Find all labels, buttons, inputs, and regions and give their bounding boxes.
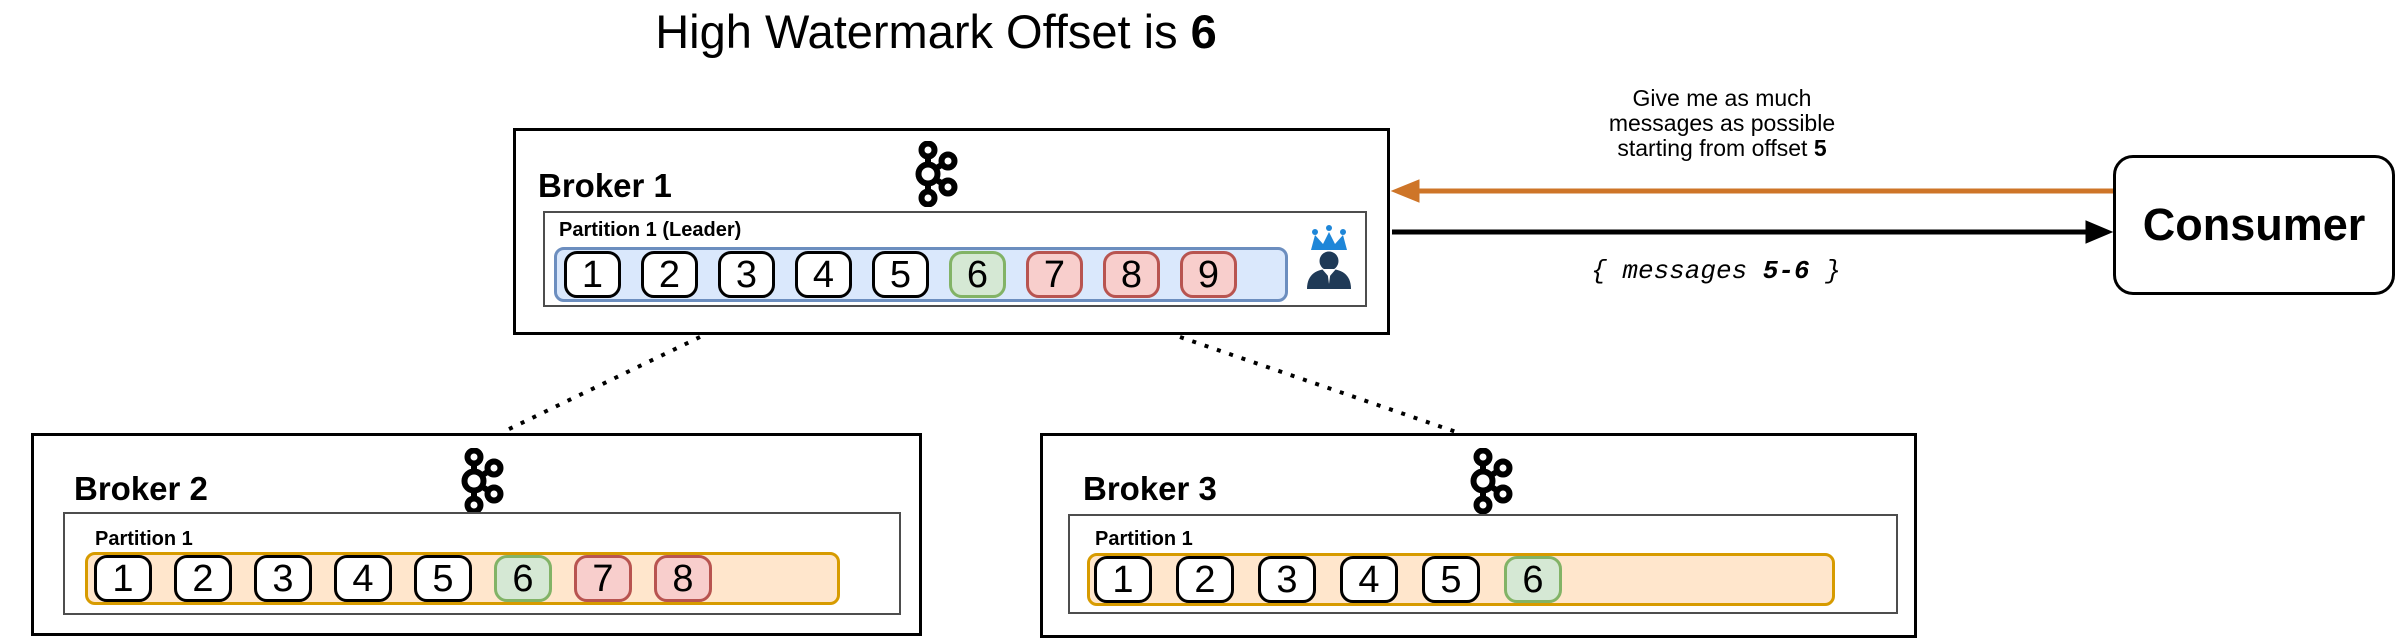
- request-arrow: [1390, 179, 2113, 203]
- log-cell: 5: [1422, 556, 1480, 603]
- log-cell: 1: [94, 555, 152, 602]
- log-cell: 3: [718, 251, 775, 298]
- log-cell: 3: [254, 555, 312, 602]
- title-highlight: 6: [1190, 5, 1217, 58]
- log-cell: 7: [574, 555, 632, 602]
- log-cell: 6: [949, 251, 1006, 298]
- log-cell: 6: [1504, 556, 1562, 603]
- replication-link-broker2: [504, 335, 701, 433]
- consumer-label: Consumer: [2142, 199, 2366, 250]
- log-cell: 1: [1094, 556, 1152, 603]
- title-text: High Watermark Offset is: [655, 5, 1178, 58]
- log-cell: 4: [334, 555, 392, 602]
- request-arrowhead-icon: [1390, 179, 1420, 203]
- leader-crown-person-icon: [1307, 225, 1351, 289]
- response-arrow: [1392, 220, 2114, 244]
- log-cell: 2: [1176, 556, 1234, 603]
- replication-link-broker3: [1179, 335, 1463, 436]
- page-title: High Watermark Offset is 6: [436, 4, 1436, 59]
- broker-1-partition-label: Partition 1 (Leader): [559, 219, 742, 241]
- log-cell: 8: [1103, 251, 1160, 298]
- log-cell: 2: [174, 555, 232, 602]
- log-cell: 4: [1340, 556, 1398, 603]
- consumer-box: Consumer: [2113, 155, 2395, 295]
- broker-2-title: Broker 2: [74, 470, 208, 507]
- broker-1-title: Broker 1: [538, 167, 672, 204]
- log-cell: 1: [564, 251, 621, 298]
- response-message: { messages 5-6 }: [1591, 256, 1841, 286]
- broker-3-partition-label: Partition 1: [1095, 528, 1193, 550]
- log-cell: 9: [1180, 251, 1237, 298]
- log-cell: 4: [795, 251, 852, 298]
- log-cell: 8: [654, 555, 712, 602]
- log-cell: 5: [414, 555, 472, 602]
- kafka-logo-icon: [1470, 448, 1513, 514]
- broker-3-title: Broker 3: [1083, 470, 1217, 507]
- response-arrowhead-icon: [2085, 220, 2114, 244]
- log-cell: 5: [872, 251, 929, 298]
- log-cell: 7: [1026, 251, 1083, 298]
- broker-2-partition-label: Partition 1: [95, 528, 193, 550]
- log-cell: 6: [494, 555, 552, 602]
- kafka-logo-icon: [915, 141, 958, 207]
- kafka-logo-icon: [461, 448, 504, 514]
- log-cell: 2: [641, 251, 698, 298]
- log-cell: 3: [1258, 556, 1316, 603]
